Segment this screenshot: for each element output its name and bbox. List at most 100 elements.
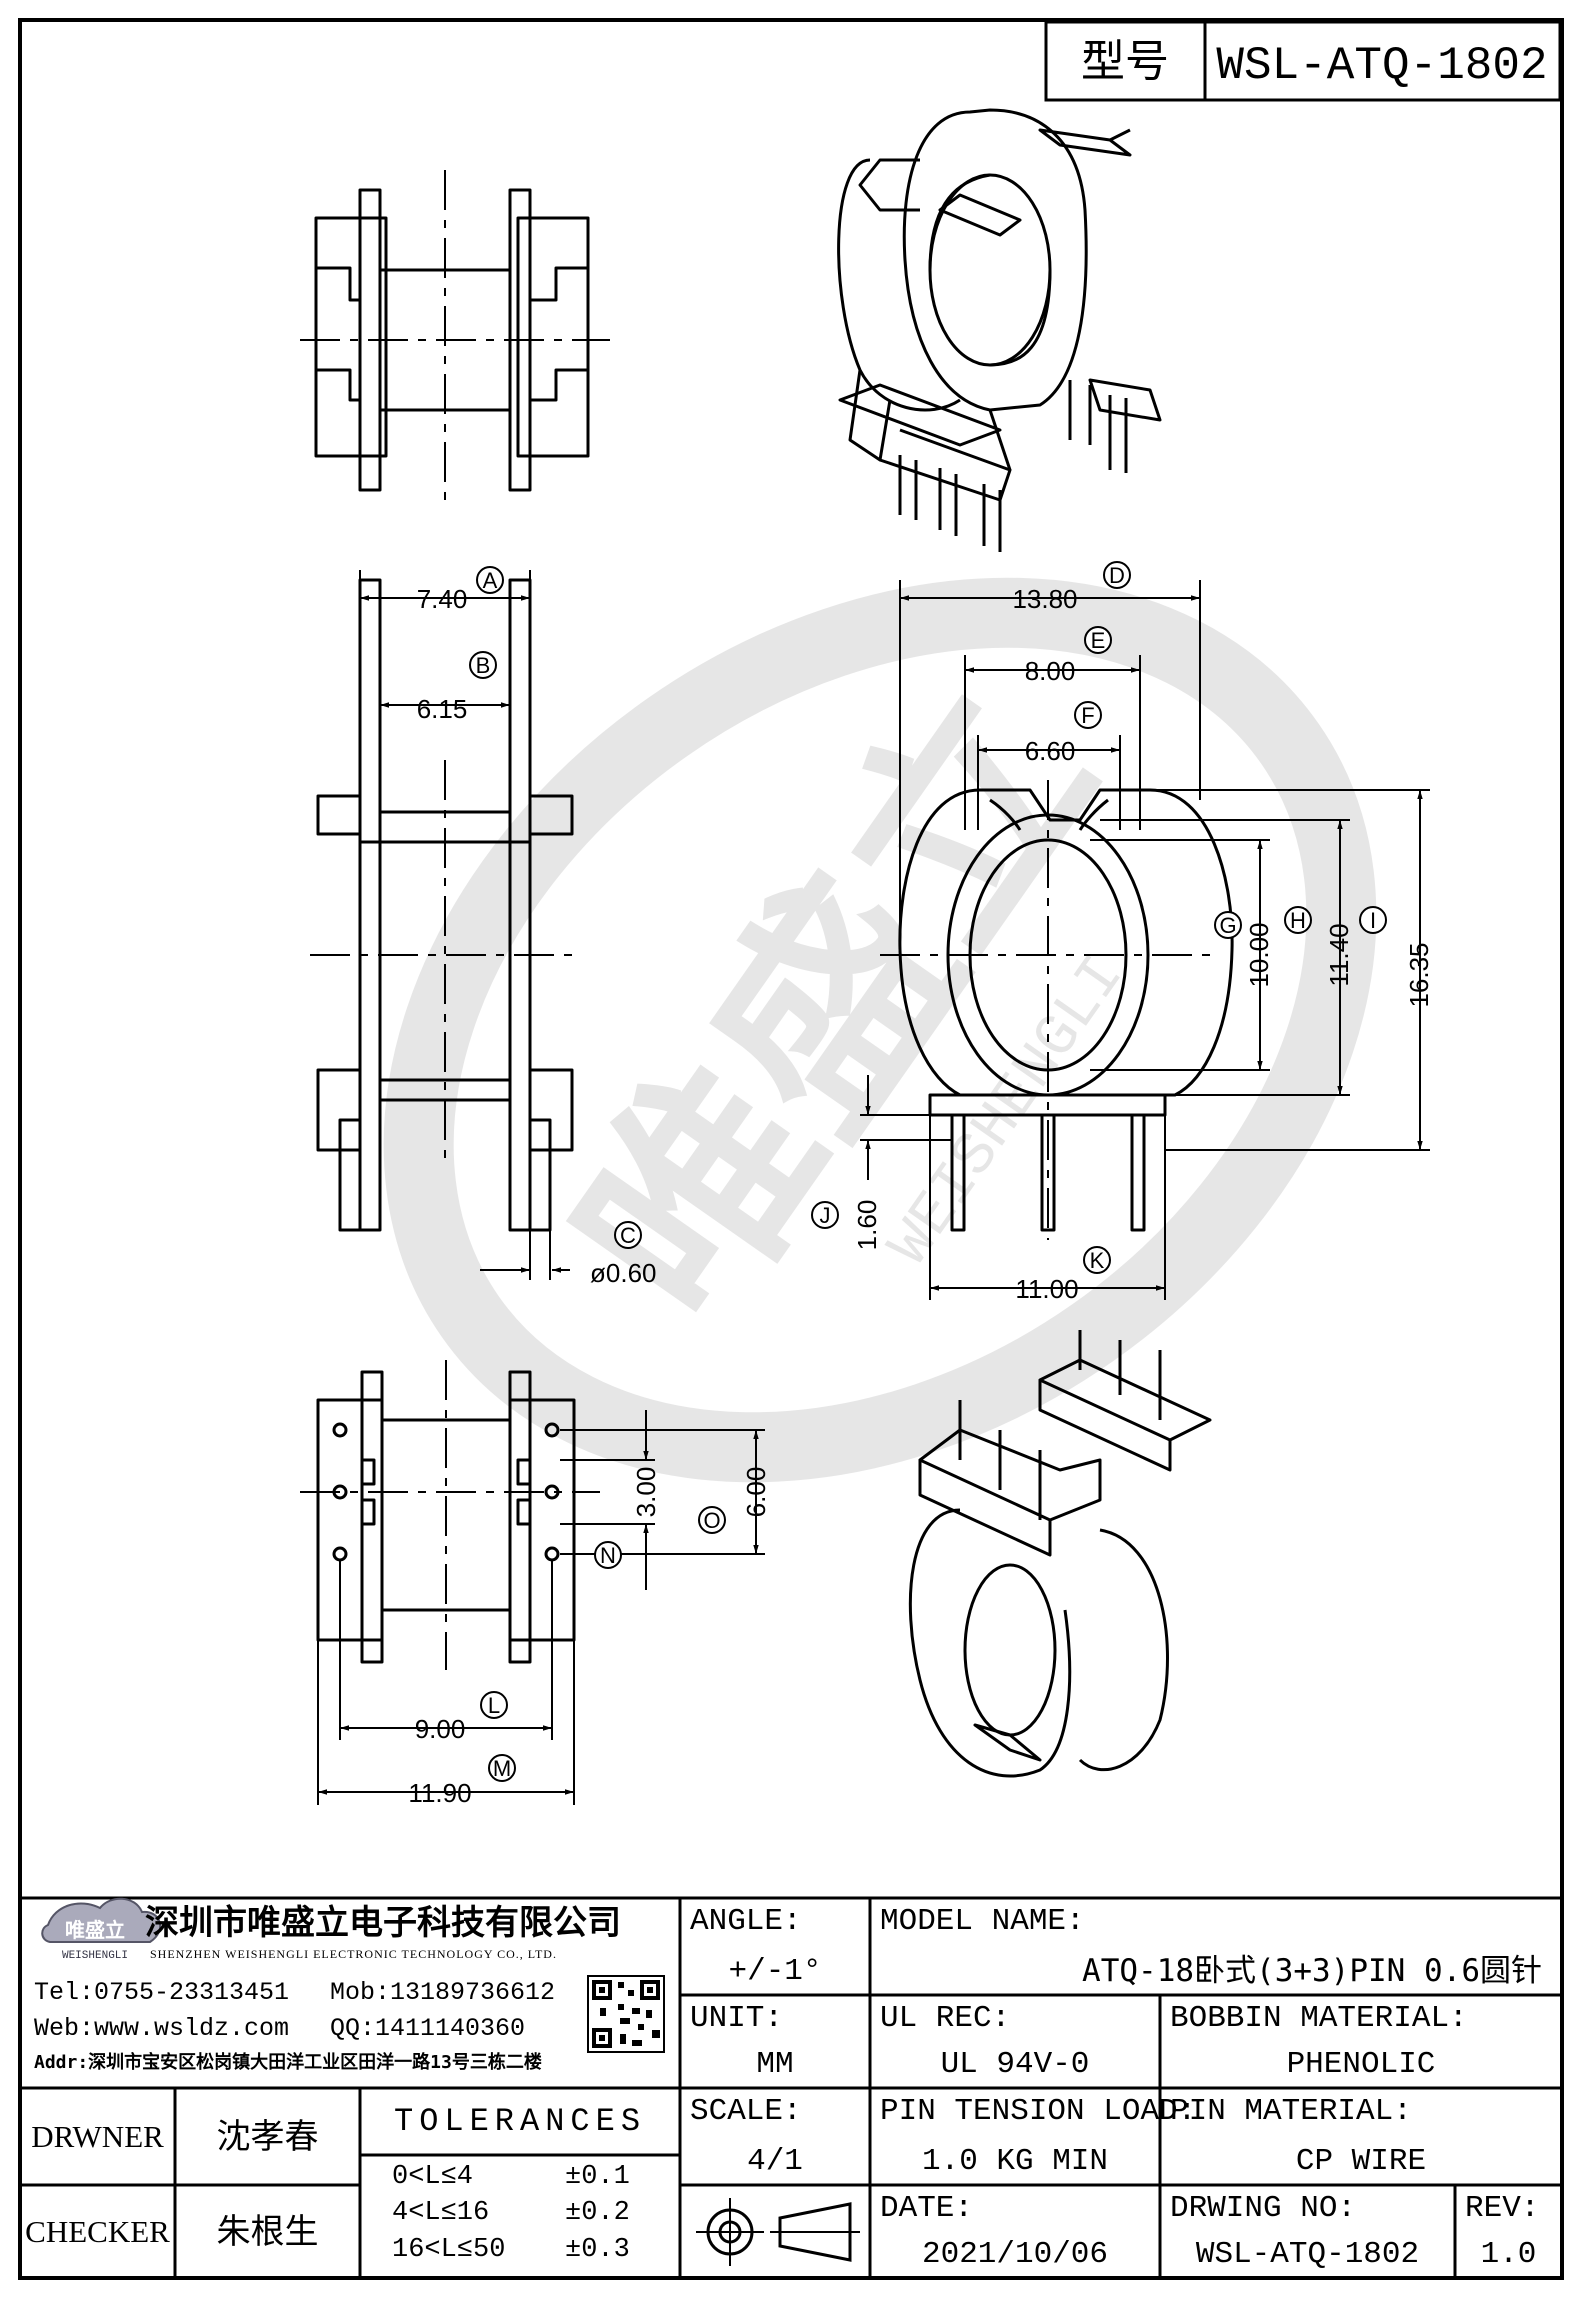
- scale-label: SCALE:: [690, 2094, 802, 2129]
- date-cell: DATE: 2021/10/06: [870, 2185, 1160, 2278]
- dim-h-value: 11.40: [1324, 923, 1354, 986]
- dim-c-marker: [614, 1221, 642, 1249]
- angle-label: ANGLE:: [690, 1904, 802, 1939]
- model-name-cell: MODEL NAME: ATQ-18卧式(3+3)PIN 0.6圆针: [870, 1898, 1562, 1995]
- side-view-top: [300, 170, 610, 500]
- dim-b-value: 6.15: [417, 694, 468, 724]
- dim-f-value: 6.60: [1025, 736, 1076, 766]
- front-view-left: [310, 578, 580, 1232]
- ul-rec-cell: UL REC: UL 94V-0: [870, 1995, 1160, 2088]
- dim-o-value: 6.00: [741, 1467, 771, 1518]
- company-logo: 唯盛立 WEISHENGLI: [41, 1897, 162, 1962]
- unit-label: UNIT:: [690, 2001, 784, 2036]
- dim-c-value: ø0.60: [590, 1258, 657, 1288]
- dim-d-marker: [1103, 561, 1131, 589]
- dim-b-letter: B: [476, 653, 491, 678]
- watermark: 唯盛立 WEISHENGLI: [383, 577, 1377, 1483]
- model-header-label: 型号: [1081, 38, 1169, 90]
- dim-k-letter: K: [1090, 1248, 1105, 1273]
- isometric-view-bottom: [908, 1330, 1212, 1778]
- dim-f-marker: [1074, 701, 1102, 729]
- bobbin-material-value: PHENOLIC: [1286, 2047, 1436, 2082]
- dim-e-letter: E: [1091, 628, 1106, 653]
- qr-code: [587, 1975, 665, 2053]
- dimension-lines: [317, 570, 1430, 1805]
- isometric-view-top: [837, 108, 1162, 552]
- logo-text: 唯盛立: [65, 1918, 125, 1944]
- dim-o-letter: O: [703, 1508, 720, 1533]
- dim-g-marker: [1214, 911, 1242, 939]
- sheet-border: [18, 18, 1564, 2280]
- dim-l-marker: [480, 1691, 508, 1719]
- tolerances-title: TOLERANCES: [393, 2102, 647, 2140]
- dim-k-marker: [1083, 1246, 1111, 1274]
- bottom-view: [300, 1360, 600, 1670]
- dim-a-marker: [476, 566, 504, 594]
- dim-g-value: 10.00: [1244, 922, 1274, 987]
- dim-n-marker: [594, 1541, 622, 1569]
- drawer-label: DRWNER: [31, 2119, 164, 2154]
- date-label: DATE:: [880, 2191, 974, 2226]
- dim-e-value: 8.00: [1025, 656, 1076, 686]
- dim-j-marker: [811, 1201, 839, 1229]
- drawing-no-label: DRWING NO:: [1170, 2191, 1357, 2226]
- tolerance-value-2: ±0.2: [565, 2198, 630, 2228]
- drawer-value: 沈孝春: [216, 2116, 319, 2157]
- tolerance-range-2: 4<L≤16: [392, 2198, 490, 2228]
- pin-tension-cell: PIN TENSION LOAD: 1.0 KG MIN: [870, 2088, 1196, 2185]
- unit-value: MM: [756, 2047, 794, 2082]
- pin-tension-value: 1.0 KG MIN: [921, 2144, 1109, 2179]
- pin-material-value: CP WIRE: [1295, 2144, 1427, 2179]
- scale-cell: SCALE: 4/1: [680, 2088, 870, 2185]
- company-qq: QQ:1411140360: [330, 2014, 526, 2043]
- pin-material-label: PIN MATERIAL:: [1170, 2094, 1412, 2129]
- checker-label: CHECKER: [25, 2214, 170, 2249]
- logo-sub: WEISHENGLI: [62, 1950, 128, 1962]
- dim-i-marker: [1359, 906, 1387, 934]
- company-tel: Tel:0755-23313451: [34, 1978, 290, 2007]
- tolerance-range-1: 0<L≤4: [392, 2162, 474, 2192]
- drawing-no-cell: DRWING NO: WSL-ATQ-1802: [1160, 2185, 1455, 2278]
- dim-n-letter: N: [600, 1543, 616, 1568]
- bobbin-material-cell: BOBBIN MATERIAL: PHENOLIC: [1160, 1995, 1562, 2088]
- dim-n-value: 3.00: [631, 1467, 661, 1518]
- model-name-label: MODEL NAME:: [880, 1904, 1085, 1939]
- company-name-cn: 深圳市唯盛立电子科技有限公司: [145, 1903, 621, 1943]
- ul-rec-value: UL 94V-0: [940, 2047, 1090, 2082]
- title-block-grid: [20, 1896, 1562, 2278]
- dim-l-value: 9.00: [415, 1714, 466, 1744]
- drawing-no-value: WSL-ATQ-1802: [1195, 2237, 1420, 2272]
- ul-rec-label: UL REC:: [880, 2001, 1011, 2036]
- dim-d-letter: D: [1109, 563, 1125, 588]
- dim-c-letter: C: [620, 1223, 636, 1248]
- unit-cell: UNIT: MM: [680, 1995, 870, 2088]
- dim-h-letter: H: [1290, 908, 1306, 933]
- dim-b-marker: [469, 651, 497, 679]
- dim-j-letter: J: [820, 1203, 831, 1228]
- pin-material-cell: PIN MATERIAL: CP WIRE: [1160, 2088, 1562, 2185]
- rev-cell: REV: 1.0: [1455, 2185, 1562, 2278]
- dim-h-marker: [1284, 906, 1312, 934]
- date-value: 2021/10/06: [921, 2237, 1109, 2272]
- dim-e-marker: [1084, 626, 1112, 654]
- angle-cell: ANGLE: +/-1°: [680, 1898, 870, 1995]
- dim-m-marker: [488, 1754, 516, 1782]
- dim-k-value: 11.00: [1015, 1274, 1078, 1304]
- dim-d-value: 13.80: [1012, 584, 1077, 614]
- dim-j-value: 1.60: [852, 1200, 882, 1251]
- end-view-right: [880, 780, 1234, 1240]
- dim-g-letter: G: [1219, 913, 1236, 938]
- dim-a-letter: A: [483, 568, 498, 593]
- rev-label: REV:: [1465, 2191, 1540, 2226]
- company-name-en: SHENZHEN WEISHENGLI ELECTRONIC TECHNOLOG…: [150, 1947, 557, 1961]
- dim-f-letter: F: [1081, 703, 1094, 728]
- projection-symbol-icon: [696, 2198, 860, 2266]
- dim-o-marker: [698, 1506, 726, 1534]
- dimension-labels: 7.40 A 6.15 B ø0.60 C 13.80 D 8.00 E 6.6…: [408, 561, 1434, 1808]
- checker-value: 朱根生: [216, 2211, 319, 2252]
- pin-tension-label: PIN TENSION LOAD:: [880, 2094, 1197, 2129]
- company-web: Web:www.wsldz.com: [34, 2014, 290, 2043]
- angle-value: +/-1°: [728, 1954, 822, 1989]
